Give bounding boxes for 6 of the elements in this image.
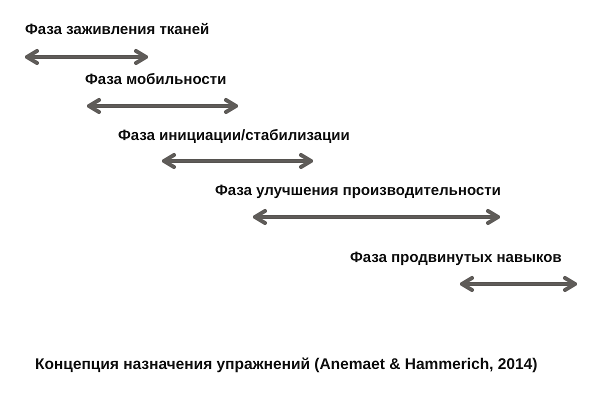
phase-label: Фаза инициации/стабилизации bbox=[118, 127, 350, 145]
phase-label: Фаза мобильности bbox=[85, 71, 226, 89]
phase-label: Фаза продвинутых навыков bbox=[350, 249, 562, 267]
phase-label: Фаза улучшения производительности bbox=[215, 182, 501, 200]
caption: Концепция назначения упражнений (Anemaet & Hammerich, 2014) bbox=[35, 355, 538, 374]
phase-label: Фаза заживления тканей bbox=[25, 21, 210, 39]
